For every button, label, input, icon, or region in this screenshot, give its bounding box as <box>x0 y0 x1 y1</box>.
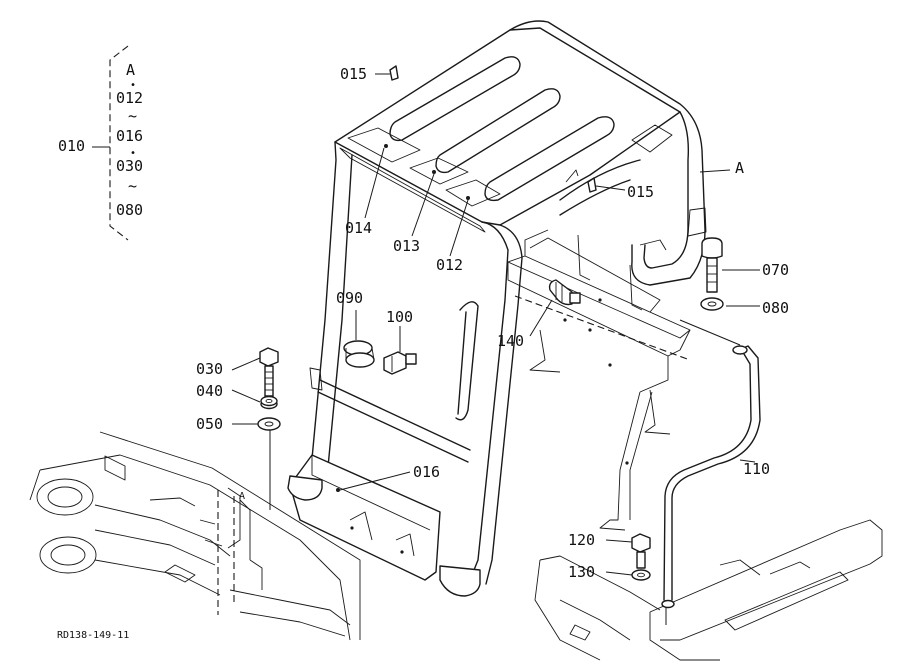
hose-clamp-090 <box>343 340 375 368</box>
label-list-dot-2: • <box>130 148 137 159</box>
label-110: 110 <box>743 460 771 478</box>
leader-lines <box>231 73 760 576</box>
label-machine-A: A <box>239 491 246 502</box>
label-070: 070 <box>762 261 790 279</box>
canopy-frame <box>287 20 707 597</box>
canopy-mount-bracket <box>507 229 741 531</box>
group-bracket <box>92 45 129 241</box>
washer-050 <box>257 417 281 431</box>
label-list-dot-1: • <box>130 80 137 91</box>
lock-washer-040 <box>260 395 278 410</box>
label-013: 013 <box>393 237 421 255</box>
label-040: 040 <box>196 382 224 400</box>
label-012: 012 <box>436 256 464 274</box>
clip-015-right <box>565 169 597 193</box>
washer-130 <box>631 569 651 581</box>
machine-frame-right <box>534 519 883 661</box>
label-list-tilde-2: ~ <box>128 177 138 195</box>
label-100: 100 <box>386 308 414 326</box>
label-120: 120 <box>568 531 596 549</box>
label-080: 080 <box>762 299 790 317</box>
label-090: 090 <box>336 289 364 307</box>
label-016: 016 <box>413 463 441 481</box>
label-list-tilde-1: ~ <box>128 107 138 125</box>
label-010: 010 <box>58 137 86 155</box>
fitting-100 <box>383 351 417 375</box>
bolt-120 <box>631 533 651 569</box>
label-015-right: 015 <box>627 183 655 201</box>
bolt-070 <box>701 237 723 293</box>
label-030: 030 <box>196 360 224 378</box>
connector-140 <box>548 279 581 306</box>
label-list-A: A <box>126 61 136 79</box>
label-list-012: 012 <box>116 89 144 107</box>
label-050: 050 <box>196 415 224 433</box>
washer-080 <box>700 297 724 311</box>
label-list-080: 080 <box>116 201 144 219</box>
label-130: 130 <box>568 563 596 581</box>
label-015-top: 015 <box>340 65 368 83</box>
label-list-030: 030 <box>116 157 144 175</box>
label-014: 014 <box>345 219 373 237</box>
drawing-code: RD138-149-11 <box>57 630 130 641</box>
bolt-030 <box>259 347 279 397</box>
clip-015-top <box>389 65 399 81</box>
pipe-110 <box>661 345 761 609</box>
label-140: 140 <box>497 332 525 350</box>
machine-frame-left <box>29 430 361 641</box>
label-list-016: 016 <box>116 127 144 145</box>
label-A-right: A <box>735 159 745 177</box>
